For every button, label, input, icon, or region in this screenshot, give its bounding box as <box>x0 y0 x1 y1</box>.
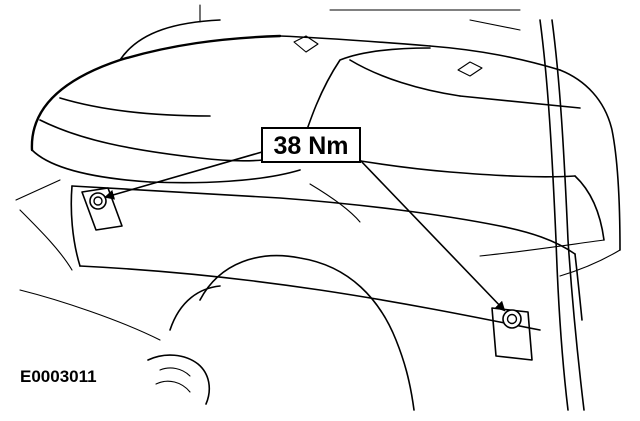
leader-arrow-right <box>359 159 506 312</box>
left-anchor-bolt <box>81 187 123 231</box>
torque-label: 38 Nm <box>273 132 348 160</box>
seat-cushion <box>15 4 621 411</box>
right-anchor-bolt <box>491 307 533 361</box>
figure-id: E0003011 <box>20 367 97 386</box>
leader-arrow-left <box>104 151 263 200</box>
torque-callout: 38 Nm <box>261 127 361 163</box>
torque-callout-box <box>261 127 361 163</box>
callout-leaders <box>104 151 506 312</box>
